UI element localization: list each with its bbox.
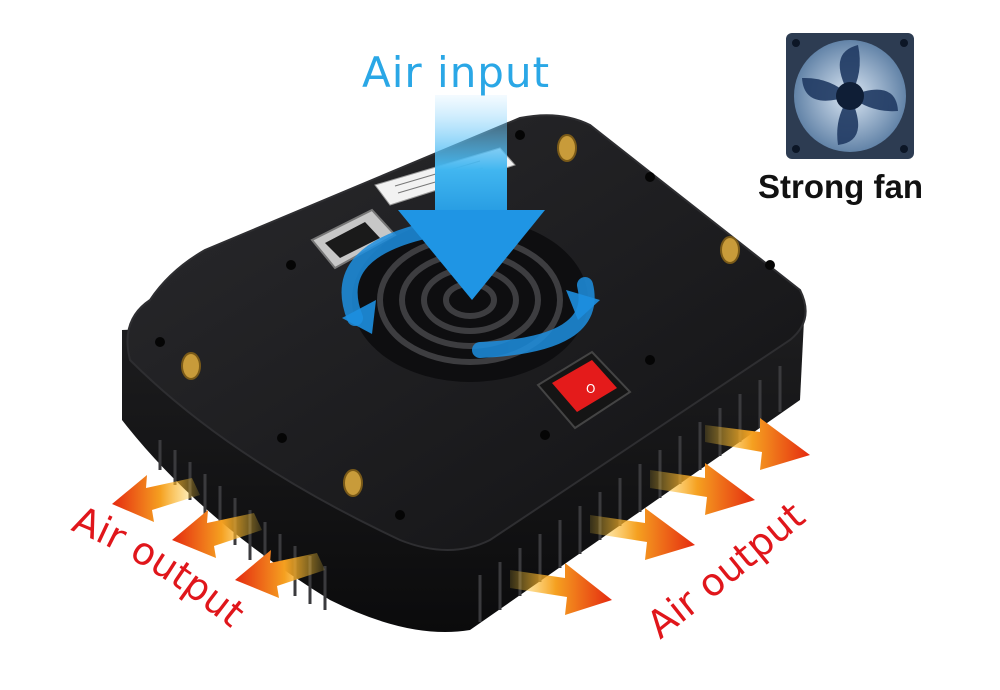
- hot-air-arrow-icon: [590, 508, 695, 560]
- hot-air-arrow-icon: [705, 418, 810, 470]
- power-switch: O: [536, 350, 632, 430]
- switch-symbol: O: [586, 382, 595, 396]
- hot-air-arrow-icon: [172, 510, 262, 558]
- air-output-arrows: [112, 418, 810, 615]
- mounting-holes: [155, 130, 775, 520]
- hanging-eyelets: [181, 134, 740, 497]
- air-output-label-right: Air output: [639, 494, 814, 647]
- strong-fan-label: Strong fan: [758, 168, 923, 205]
- hot-air-arrow-icon: [235, 550, 325, 598]
- air-input-arrow-icon: [398, 95, 545, 300]
- hot-air-arrow-icon: [650, 463, 755, 515]
- fan-icon: [786, 33, 914, 159]
- hot-air-arrow-icon: [112, 475, 200, 522]
- air-input-label: Air input: [362, 48, 551, 97]
- hot-air-arrow-icon: [510, 563, 612, 615]
